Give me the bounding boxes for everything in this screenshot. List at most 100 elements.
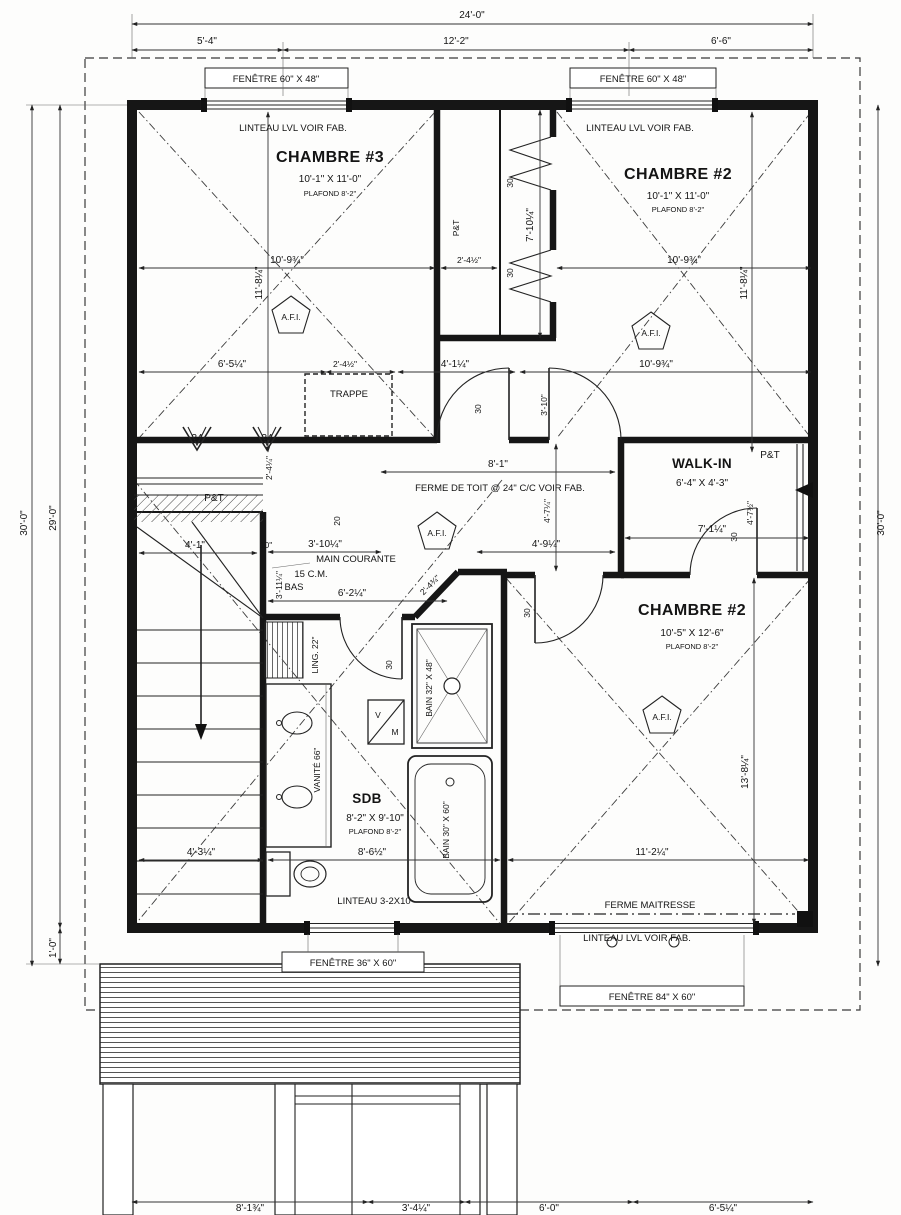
linen-closet (264, 621, 304, 679)
drain-icon (445, 777, 455, 787)
walkin-rod-shelf (796, 444, 804, 571)
deck (99, 963, 521, 1215)
room-ceiling-sdb: PLAFOND 8'-2" (349, 827, 402, 836)
bifold-closet-doors (508, 136, 553, 303)
dim-hall-d: 6'-2¼" (338, 587, 367, 599)
dim-right-total: 30'-0" (876, 510, 887, 536)
window-operator-icon (668, 936, 680, 948)
window-operator-icon (606, 936, 618, 948)
chevron-24-label: 24 (191, 433, 203, 444)
room-ceiling-chambre2-bas: PLAFOND 8'-2" (666, 642, 719, 651)
exterior-walls (127, 100, 818, 933)
note-linen: LING. 22" (310, 636, 320, 673)
window-bottom-left (304, 921, 400, 935)
chevron-24-label: 24 (261, 433, 273, 444)
dim-c2-length: 10'-9¾" (667, 255, 701, 266)
pt-label: P&T (204, 493, 223, 504)
afi-label: A.F.I. (281, 312, 300, 322)
pt-label: P&T (760, 450, 779, 461)
washer-v-label: V (375, 710, 381, 720)
afi-label: A.F.I. (641, 328, 660, 338)
dim-r2c: 4'-1¼" (441, 358, 470, 370)
dim-base-d: 6'-5¼" (709, 1202, 738, 1214)
faucet-icon (276, 794, 282, 800)
dim-hall-b: 4'-9¼" (532, 538, 561, 550)
dim-closet-height: 7'-10¼" (524, 208, 536, 242)
room-size-chambre2-haut: 10'-1" X 11'-0" (647, 191, 710, 202)
toilet (265, 851, 327, 897)
dim-c3-height: 11'-8¼" (253, 266, 265, 300)
vanity (265, 683, 332, 848)
dim-c2-length-2: 10'-9¾" (639, 359, 673, 370)
dim-hall-length: 8'-1" (488, 459, 508, 470)
note-linteau-top-left: LINTEAU LVL VOIR FAB. (239, 123, 347, 134)
note-bath-size: BAIN 30" X 60" (441, 801, 451, 859)
window-label-bottom-right: FENÊTRE 84" X 60" (609, 992, 695, 1003)
dim-stair-c: 3'-11¼" (274, 571, 284, 599)
window-label-top-right: FENÊTRE 60" X 48" (600, 74, 686, 85)
dim-base-a: 8'-1¾" (236, 1203, 265, 1214)
door-width-30: 30 (505, 178, 515, 188)
pt-label: P&T (451, 220, 461, 237)
door-width-30: 30 (473, 404, 483, 414)
deck-post-right (486, 1083, 518, 1215)
labels: 24'-0" 5'-4" 12'-2" 6'-6" FENÊTRE 60" X … (19, 10, 887, 1214)
dim-closet-length: 2'-4½" (457, 255, 481, 265)
dim-top-total: 24'-0" (459, 10, 485, 21)
dim-r2a: 6'-5¼" (218, 358, 247, 370)
faucet-icon (276, 720, 282, 726)
closet-shelves-left (137, 477, 263, 485)
room-title-chambre3: CHAMBRE #3 (276, 149, 384, 166)
door-width-30: 30 (522, 608, 532, 618)
door-walkin (689, 507, 758, 576)
note-shower-size: BAIN 32" X 48" (424, 659, 434, 717)
bathtub (407, 755, 493, 903)
dim-stair-b: 10" (260, 540, 272, 550)
dim-pt-depth: 2'-4¼" (264, 456, 274, 480)
dim-hall-c: 3'-10¼" (308, 538, 342, 550)
afi-symbols (271, 295, 682, 734)
dim-walkin-h1: 4'-7¼" (542, 499, 552, 523)
dim-walkin-h2: 4'-7½" (745, 501, 755, 525)
note-linteau-top-right: LINTEAU LVL VOIR FAB. (586, 123, 694, 134)
door-width-30: 30 (505, 268, 515, 278)
main-courante-leader (271, 562, 311, 569)
interior-walls (129, 102, 816, 931)
sink (281, 785, 313, 809)
washer-box (367, 699, 405, 745)
drain-icon (443, 677, 461, 695)
room-title-chambre2-haut: CHAMBRE #2 (624, 166, 732, 183)
window-bottom-right (549, 921, 759, 948)
note-trappe: TRAPPE (330, 389, 368, 400)
note-linteau-3-2x10: LINTEAU 3-2X10 (337, 896, 410, 907)
dim-sdb-a: 4'-3¼" (187, 846, 216, 858)
dim-c3-length: 10'-9¾" (270, 255, 304, 266)
dim-top-c: 6'-6" (711, 36, 731, 47)
dim-c2-height: 11'-8¼" (738, 266, 750, 300)
dim-c2b-height: 13'-8¼" (739, 755, 751, 789)
note-vanity: VANITÉ 66" (312, 748, 322, 793)
note-ferme-maitresse: FERME MAITRESSE (605, 900, 696, 911)
room-title-chambre2-bas: CHAMBRE #2 (638, 602, 746, 619)
dimension-lines (26, 14, 881, 1205)
window-top-left (201, 98, 352, 112)
room-ceiling-chambre3: PLAFOND 8'-2" (304, 189, 357, 198)
note-bas: BAS (284, 582, 303, 593)
dim-base-b: 3'-4¼" (402, 1202, 431, 1214)
room-title-sdb: SDB (352, 791, 381, 806)
afi-label: A.F.I. (427, 528, 446, 538)
dim-top-a: 5'-4" (197, 36, 217, 47)
window-label-bottom-left: FENÊTRE 36" X 60" (310, 958, 396, 969)
room-title-walkin: WALK-IN (672, 456, 732, 471)
room-size-walkin: 6'-4" X 4'-3" (676, 478, 729, 489)
dim-left-total: 30'-0" (19, 510, 30, 536)
dim-3-10: 3'-10" (539, 394, 549, 416)
dim-stair-a: 4'-1" (185, 540, 205, 551)
dim-c2b-length: 11'-2¼" (635, 846, 669, 858)
window-label-boxes (204, 67, 745, 1007)
afi-label: A.F.I. (652, 712, 671, 722)
door-chambre2-bas (534, 574, 604, 644)
note-main-courante: MAIN COURANTE (316, 554, 396, 565)
dim-left-bas: 1'-0" (48, 938, 59, 958)
